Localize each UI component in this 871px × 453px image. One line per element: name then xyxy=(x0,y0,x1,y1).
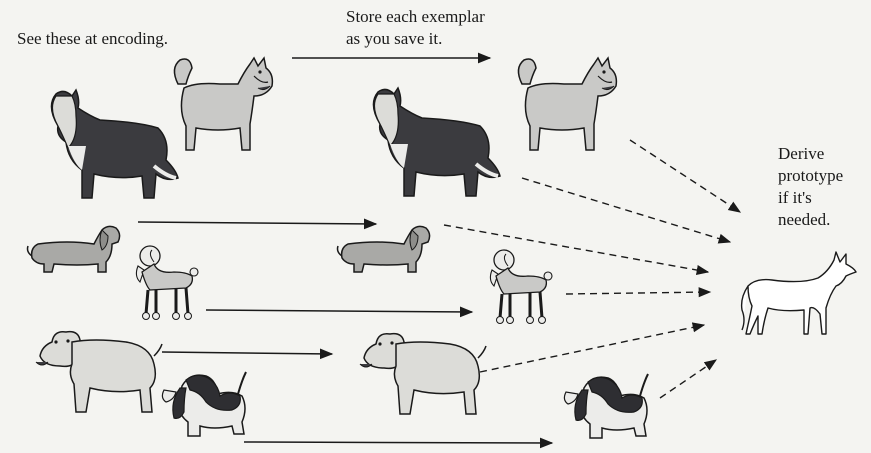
derive-label-line-2: prototype xyxy=(778,165,843,187)
derive-arrow-dachshund xyxy=(444,225,708,272)
store-arrow-poodle xyxy=(206,310,472,312)
husky-encoding-icon xyxy=(174,58,272,150)
store-arrow-basset xyxy=(244,442,552,443)
derive-label-line-3: if it's xyxy=(778,187,843,209)
collie-stored-icon xyxy=(373,88,500,196)
store-label-line-2: as you save it. xyxy=(346,28,485,50)
derive-arrow-bulldog xyxy=(480,325,704,372)
collie-encoding-icon xyxy=(51,90,178,198)
husky-stored-icon xyxy=(518,58,616,150)
derive-arrows xyxy=(444,140,740,398)
derive-label: Derive prototype if it's needed. xyxy=(778,143,843,231)
bulldog-stored-icon xyxy=(360,334,486,414)
basset-encoding-icon xyxy=(162,372,246,436)
store-label-line-1: Store each exemplar xyxy=(346,6,485,28)
poodle-stored-icon xyxy=(490,250,552,324)
dachshund-stored-icon xyxy=(338,226,430,272)
derive-label-line-1: Derive xyxy=(778,143,843,165)
poodle-encoding-icon xyxy=(136,246,198,320)
derive-arrow-basset xyxy=(660,360,716,398)
store-arrow-bulldog xyxy=(162,352,332,354)
bulldog-encoding-icon xyxy=(36,332,162,412)
dachshund-encoding-icon xyxy=(28,226,120,272)
derive-label-line-4: needed. xyxy=(778,209,843,231)
basset-stored-icon xyxy=(564,374,648,438)
store-arrow-dachshund xyxy=(138,222,376,224)
prototype-dog-icon xyxy=(742,252,856,334)
encoding-label: See these at encoding. xyxy=(17,28,168,50)
derive-arrow-poodle xyxy=(566,292,710,294)
store-label: Store each exemplar as you save it. xyxy=(346,6,485,50)
derive-arrow-husky xyxy=(630,140,740,212)
derive-arrow-collie xyxy=(522,178,730,242)
